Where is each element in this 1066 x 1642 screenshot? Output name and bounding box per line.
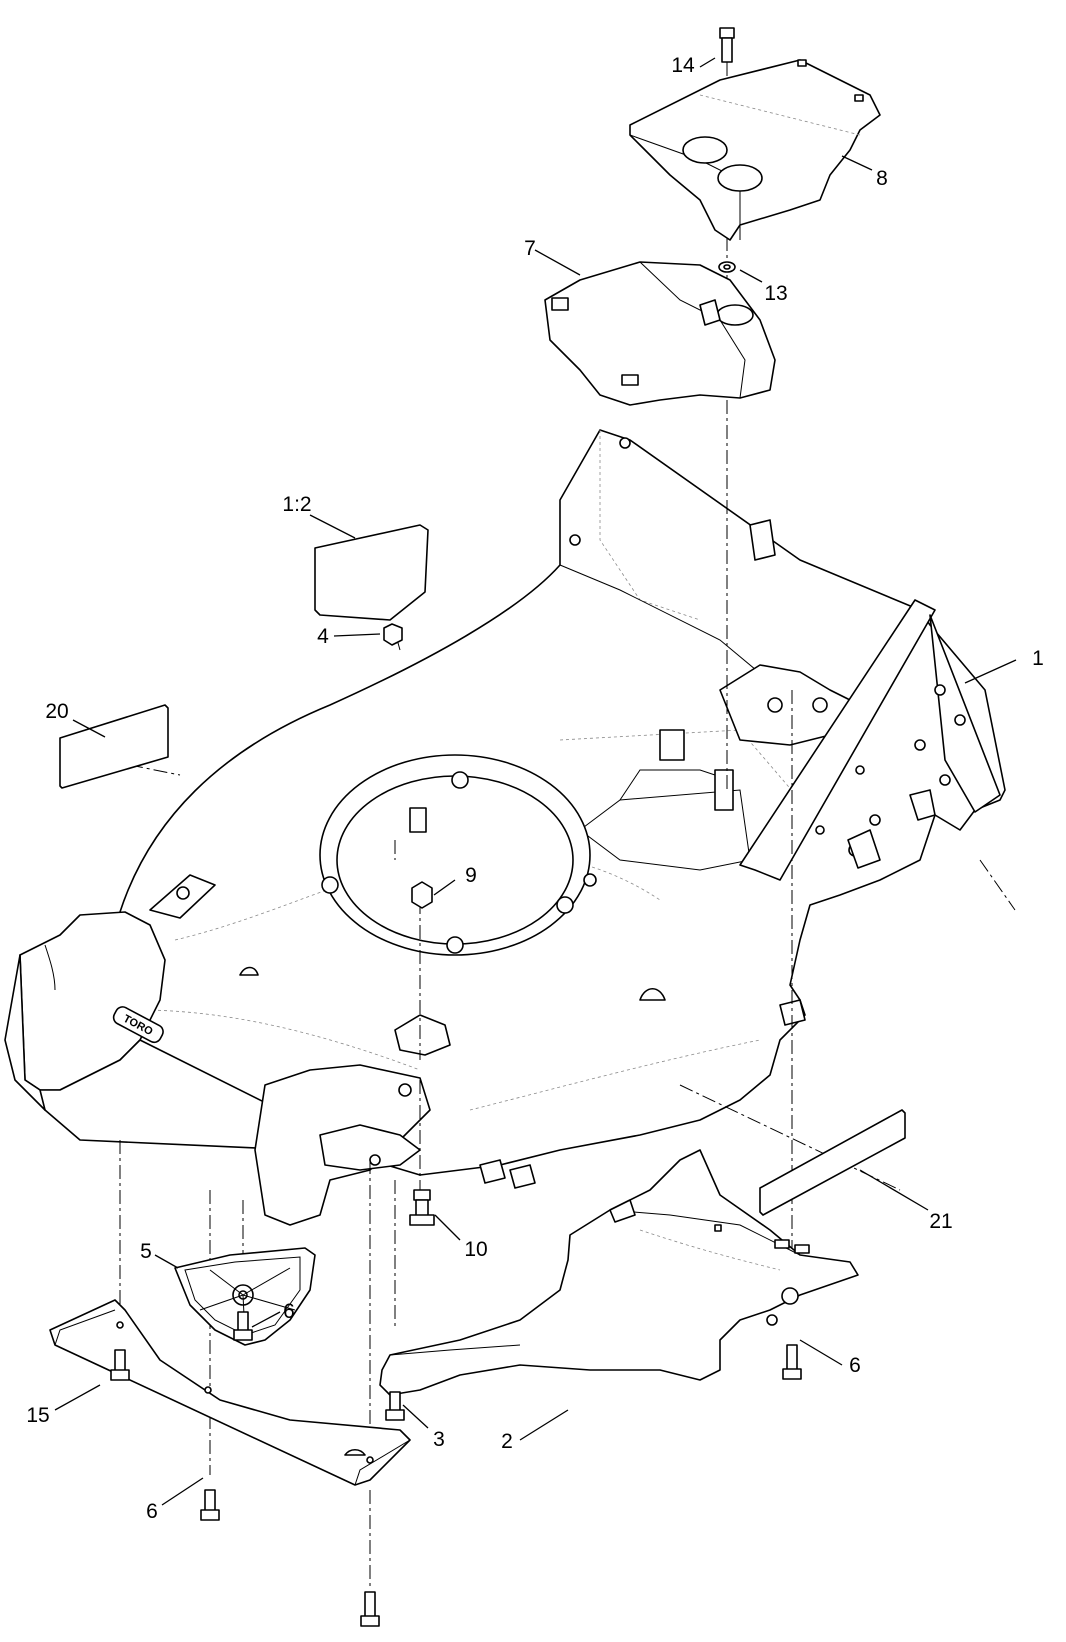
callout-14: 14: [671, 54, 695, 77]
discharge-chute-2: [379, 1149, 859, 1396]
callout-7: 7: [524, 237, 536, 260]
callout-9: 9: [465, 864, 477, 887]
bolt-14: [719, 27, 735, 63]
upper-cover-8: [629, 59, 881, 241]
bolt-plate-end: [360, 1591, 380, 1627]
decal-1-2: [314, 524, 429, 621]
callout-8: 8: [876, 167, 888, 190]
callout-6-bottom: 6: [146, 1500, 158, 1523]
callout-4: 4: [317, 625, 329, 648]
decal-21: [759, 1109, 906, 1216]
nut-4: [383, 623, 403, 646]
callout-6-right: 6: [849, 1354, 861, 1377]
bolt-6-left: [233, 1311, 253, 1341]
callout-3: 3: [433, 1428, 445, 1451]
baffle-5: [174, 1247, 316, 1346]
bolt-6-bottom: [200, 1489, 220, 1521]
plate-15: [49, 1299, 411, 1486]
callout-15: 15: [26, 1404, 49, 1427]
callout-1: 1: [1032, 647, 1044, 670]
callout-13: 13: [764, 282, 787, 305]
lower-cover-7: [544, 261, 776, 406]
decal-20: [59, 704, 169, 789]
mower-deck-housing: TORO: [4, 429, 1006, 1226]
bolt-10: [409, 1189, 435, 1226]
callout-6-left: 6: [283, 1300, 295, 1323]
bolt-3: [385, 1391, 405, 1421]
washer-13: [718, 261, 736, 273]
bolt-6-right: [782, 1344, 802, 1380]
leader-lines: [54, 57, 1017, 1506]
callout-1-2: 1:2: [282, 493, 311, 516]
callout-2: 2: [501, 1430, 513, 1453]
callout-21: 21: [929, 1210, 952, 1233]
nut-9: [411, 881, 433, 909]
callout-10: 10: [464, 1238, 487, 1261]
callout-20: 20: [45, 700, 68, 723]
bolt-15-side: [110, 1349, 130, 1381]
callout-5: 5: [140, 1240, 152, 1263]
callout-labels: 14 8 7 13 1:2 4 1 20 9 21 10 5 6 6 15 3 …: [26, 54, 1044, 1523]
